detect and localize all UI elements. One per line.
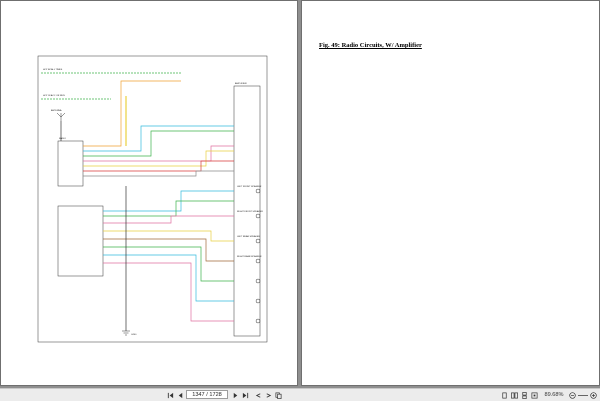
previous-page-icon bbox=[178, 392, 183, 398]
previous-page-button[interactable] bbox=[176, 390, 185, 400]
zoom-slider-track bbox=[578, 394, 588, 396]
page-right-figure-caption: Fig. 49: Radio Circuits, W/ Amplifier bbox=[301, 0, 600, 386]
speaker-connector-block bbox=[57, 205, 104, 277]
next-page-button[interactable] bbox=[231, 390, 240, 400]
copy-button[interactable] bbox=[274, 390, 283, 400]
radio-connector-block bbox=[57, 140, 84, 187]
wire-green-2 bbox=[103, 200, 234, 217]
label-rf-speaker: RIGHT FRONT SPEAKER bbox=[237, 210, 263, 213]
wiring-diagram: HOT AT ALL TIMES HOT IN ACC OR RUN RADIO… bbox=[37, 55, 268, 343]
first-page-icon bbox=[167, 392, 174, 398]
single-page-view-button[interactable] bbox=[500, 390, 509, 400]
wire-green-3 bbox=[103, 246, 234, 282]
wire-gray-1 bbox=[83, 170, 234, 177]
single-page-view-icon bbox=[502, 392, 507, 398]
back-icon bbox=[255, 392, 261, 398]
label-ground: G200 bbox=[131, 334, 137, 336]
page-separator: / bbox=[206, 391, 208, 398]
wire-brown-1 bbox=[103, 238, 234, 262]
label-radio: RADIO bbox=[59, 137, 66, 140]
continuous-scroll-button[interactable] bbox=[520, 390, 529, 400]
back-button[interactable] bbox=[254, 390, 263, 400]
label-lr-speaker: LEFT REAR SPEAKER bbox=[237, 235, 260, 238]
zoom-slider[interactable] bbox=[578, 390, 588, 400]
document-viewer[interactable]: HOT AT ALL TIMES HOT IN ACC OR RUN RADIO… bbox=[0, 0, 600, 388]
label-amplifier: AMPLIFIER bbox=[235, 82, 247, 85]
zoom-level: 89.68% bbox=[544, 392, 564, 398]
page-left-wiring-diagram: HOT AT ALL TIMES HOT IN ACC OR RUN RADIO… bbox=[0, 0, 298, 386]
label-antenna: ANTENNA bbox=[51, 109, 62, 112]
wire-cyan-3 bbox=[103, 254, 234, 302]
current-page: 1347 bbox=[192, 391, 205, 398]
wire-pink-2 bbox=[103, 215, 234, 224]
wire-red-1 bbox=[83, 160, 234, 172]
wire-green-1 bbox=[83, 130, 234, 157]
zoom-in-button[interactable] bbox=[589, 390, 598, 400]
wire-pink-1 bbox=[83, 145, 234, 162]
amplifier-connector-block bbox=[233, 85, 261, 337]
first-page-button[interactable] bbox=[166, 390, 175, 400]
zoom-in-icon bbox=[590, 391, 597, 399]
page-number-input[interactable]: 1347 / 1728 bbox=[186, 390, 228, 399]
label-hot-at-all-times: HOT AT ALL TIMES bbox=[43, 68, 63, 71]
fit-page-icon bbox=[531, 392, 538, 398]
label-lf-speaker: LEFT FRONT SPEAKER bbox=[237, 185, 262, 188]
total-pages: 1728 bbox=[209, 391, 222, 398]
label-hot-acc-run: HOT IN ACC OR RUN bbox=[43, 94, 65, 97]
wire-orange bbox=[83, 80, 181, 147]
diagram-frame bbox=[37, 55, 268, 343]
wire-pink-3 bbox=[103, 262, 234, 322]
two-page-view-icon bbox=[511, 392, 518, 398]
forward-icon bbox=[266, 392, 272, 398]
wire-yellow-2 bbox=[103, 230, 234, 242]
fit-page-button[interactable] bbox=[530, 390, 539, 400]
speaker-symbols bbox=[255, 188, 261, 324]
figure-title: Fig. 49: Radio Circuits, W/ Amplifier bbox=[319, 42, 422, 49]
two-page-view-button[interactable] bbox=[510, 390, 519, 400]
label-rr-speaker: RIGHT REAR SPEAKER bbox=[237, 255, 262, 258]
wire-yellow-1 bbox=[83, 150, 234, 167]
last-page-button[interactable] bbox=[241, 390, 250, 400]
antenna-icon bbox=[56, 112, 66, 121]
wire-cyan-1 bbox=[83, 125, 234, 152]
zoom-out-icon bbox=[569, 391, 576, 399]
last-page-icon bbox=[242, 392, 249, 398]
forward-button[interactable] bbox=[264, 390, 273, 400]
wire-bundle bbox=[60, 80, 234, 331]
zoom-out-button[interactable] bbox=[568, 390, 577, 400]
ground-icon bbox=[122, 330, 130, 336]
copy-icon bbox=[275, 392, 282, 399]
continuous-scroll-icon bbox=[522, 391, 527, 399]
bottom-toolbar: 1347 / 1728 89.68% bbox=[0, 388, 600, 401]
next-page-icon bbox=[233, 392, 238, 398]
